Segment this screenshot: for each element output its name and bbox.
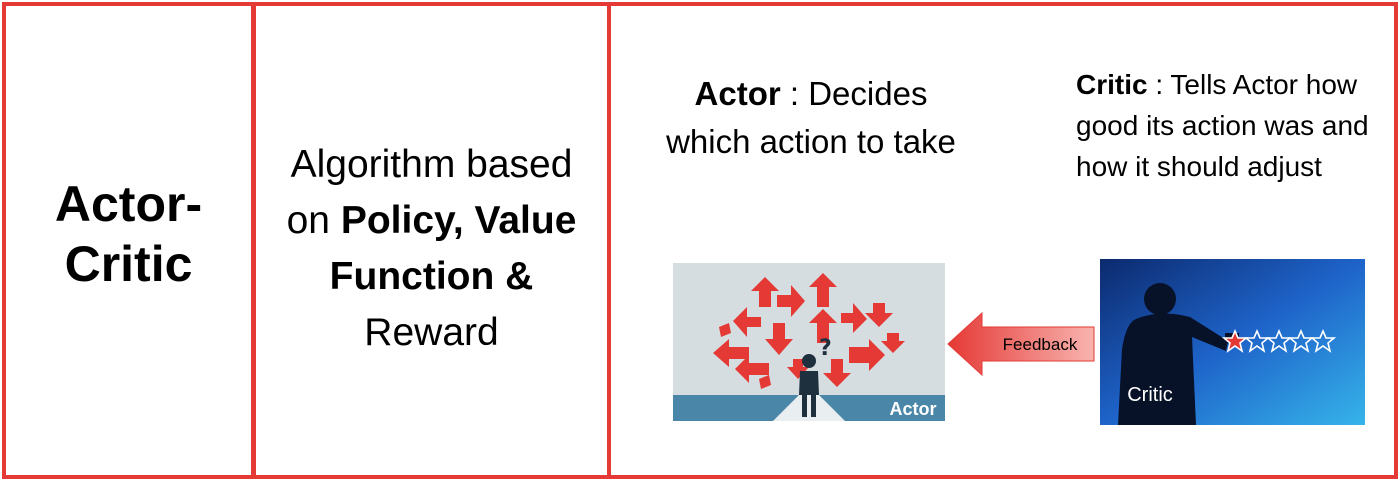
description-function: Function &: [329, 255, 534, 298]
actor-image-caption: Actor: [889, 399, 936, 419]
description-line4: Reward: [364, 311, 499, 354]
decision-arrows-icon: [713, 273, 905, 389]
critic-description: Critic : Tells Actor how good its action…: [1076, 64, 1376, 187]
actor-label: Actor: [694, 75, 781, 112]
method-description-cell: Algorithm based on Policy, Value Functio…: [252, 2, 611, 479]
method-title-line2: Critic: [64, 236, 193, 292]
actor-image: ? Actor: [673, 263, 945, 421]
actor-description: Actor : Decides which action to take: [661, 70, 961, 166]
actor-description-text: : Decides which action to take: [666, 75, 956, 160]
feedback-label: Feedback: [1003, 335, 1078, 354]
components-cell: Actor : Decides which action to take Cri…: [607, 2, 1398, 479]
description-line2: on Policy, Value: [256, 193, 607, 249]
method-title: Actor- Critic: [6, 174, 251, 294]
person-icon: ?: [799, 336, 832, 417]
description-line1: Algorithm based: [290, 143, 573, 186]
critic-image-caption: Critic: [1127, 384, 1173, 406]
description-line2-prefix: on: [286, 199, 341, 242]
method-name-cell: Actor- Critic: [2, 2, 255, 479]
rating-stars-icon: [1221, 328, 1337, 353]
feedback-arrow: Feedback: [947, 311, 1095, 377]
method-description: Algorithm based on Policy, Value Functio…: [256, 137, 607, 361]
critic-image: Critic: [1100, 259, 1365, 425]
critic-description-text: : Tells Actor how good its action was an…: [1076, 69, 1369, 182]
description-policy-value: Policy, Value: [340, 199, 577, 242]
method-title-line1: Actor-: [54, 176, 203, 232]
description-line3: Function &: [256, 249, 607, 305]
critic-label: Critic: [1076, 69, 1148, 100]
svg-text:?: ?: [819, 336, 832, 361]
